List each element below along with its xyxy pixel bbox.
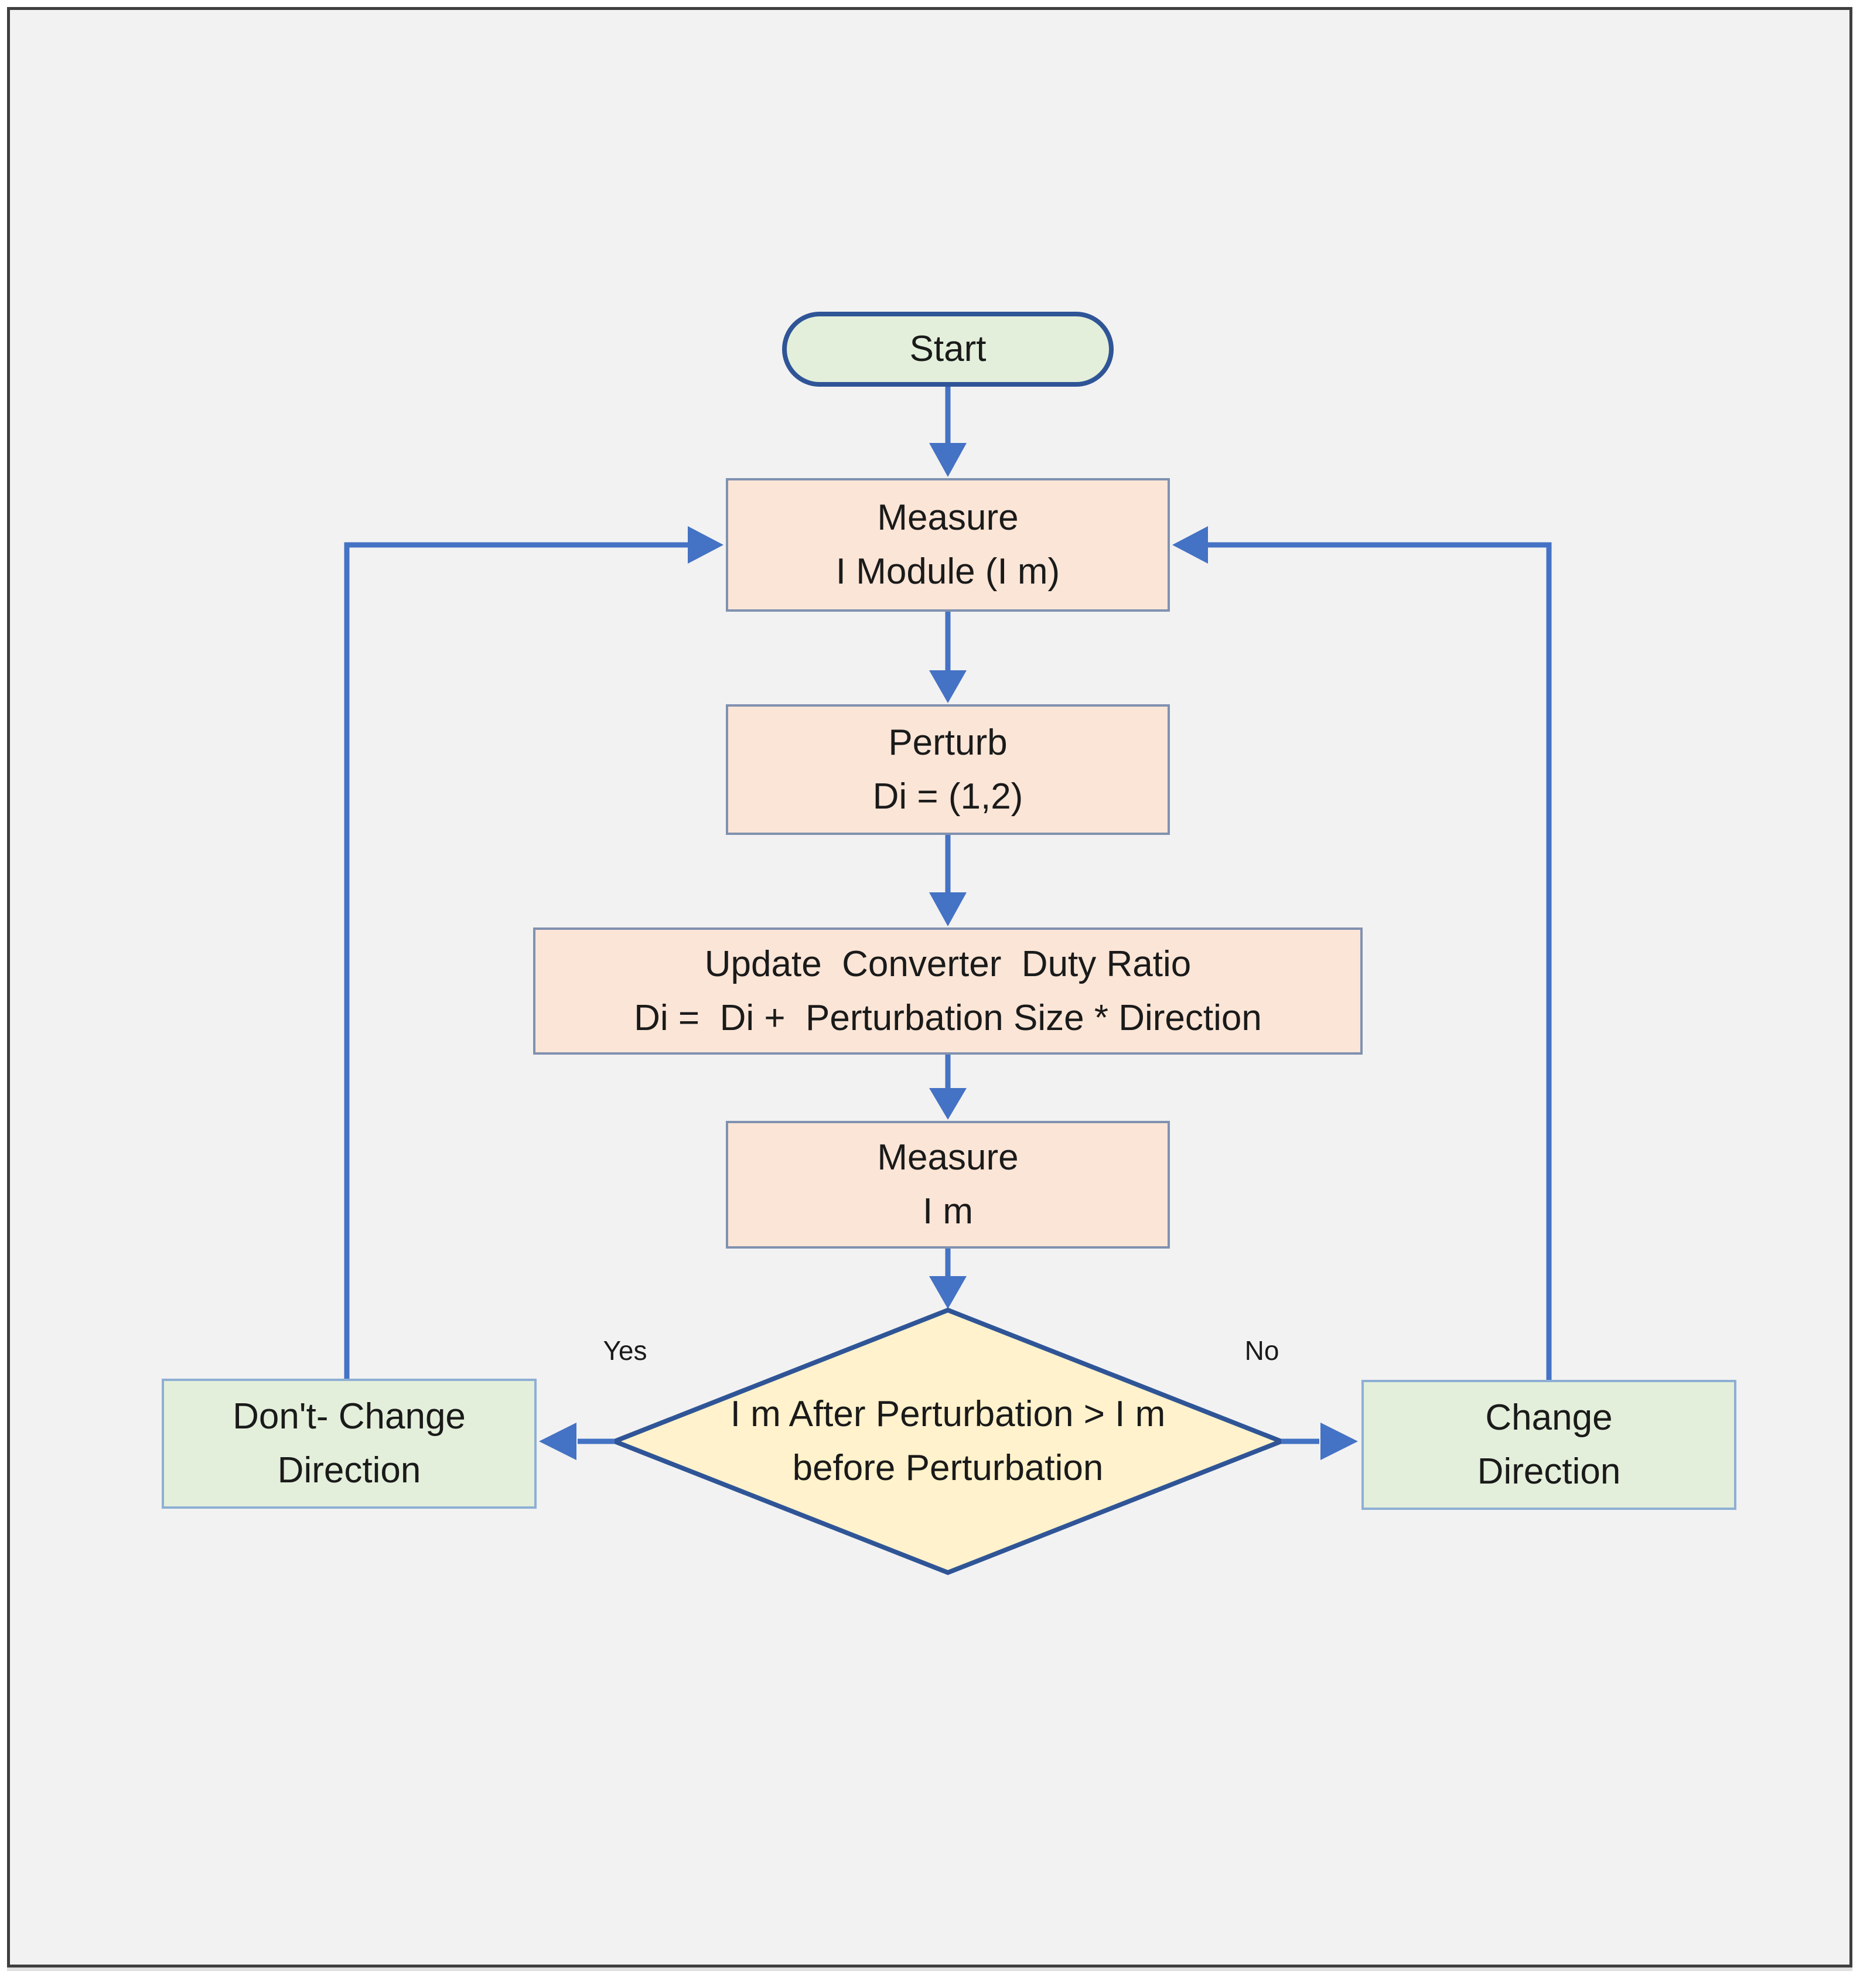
arrowhead-decision-to-dont-change (539, 1423, 576, 1460)
decision-line2: before Perturbation (792, 1448, 1104, 1488)
arrowhead-measure-im-to-decision (929, 1276, 967, 1309)
node-decision: I m After Perturbation > I m before Pert… (655, 1377, 1241, 1506)
node-start: Start (782, 312, 1114, 387)
feedback-right-line (1207, 542, 1552, 1380)
measure-module-line2: I Module (I m) (835, 551, 1060, 592)
arrowhead-update-to-measure-im (929, 1088, 967, 1120)
arrowhead-decision-to-change (1320, 1423, 1358, 1460)
node-dont-change-direction: Don't- Change Direction (162, 1379, 537, 1509)
measure-im-line2: I m (922, 1191, 974, 1232)
update-duty-line2: Di = Di + Perturbation Size * Direction (634, 997, 1262, 1038)
feedback-left-line (344, 542, 689, 1379)
dont-change-line2: Direction (277, 1450, 421, 1491)
arrowhead-start-to-measure (929, 443, 967, 477)
node-perturb: Perturb Di = (1,2) (726, 704, 1170, 835)
arrowhead-feedback-right (1172, 526, 1208, 564)
change-line2: Direction (1477, 1451, 1621, 1492)
update-duty-line1: Update Converter Duty Ratio (704, 943, 1192, 984)
measure-im-line1: Measure (877, 1137, 1019, 1178)
decision-line1: I m After Perturbation > I m (730, 1394, 1166, 1434)
dont-change-line1: Don't- Change (233, 1396, 466, 1437)
arrowhead-perturb-to-update (929, 892, 967, 926)
node-change-direction: Change Direction (1361, 1380, 1736, 1510)
edge-label-yes: Yes (603, 1335, 647, 1366)
node-measure-im: Measure I m (726, 1121, 1170, 1249)
node-measure-module: Measure I Module (I m) (726, 478, 1170, 612)
node-update-duty-ratio: Update Converter Duty Ratio Di = Di + Pe… (533, 927, 1363, 1055)
measure-module-line1: Measure (877, 497, 1019, 538)
arrowhead-measure-to-perturb (929, 670, 967, 703)
perturb-line1: Perturb (888, 722, 1008, 763)
decision-diamond-shape (608, 1307, 1288, 1576)
start-label: Start (909, 329, 987, 369)
perturb-line2: Di = (1,2) (872, 776, 1023, 817)
edge-label-no: No (1244, 1335, 1279, 1366)
arrowhead-feedback-left (688, 526, 723, 564)
change-line1: Change (1485, 1397, 1613, 1438)
